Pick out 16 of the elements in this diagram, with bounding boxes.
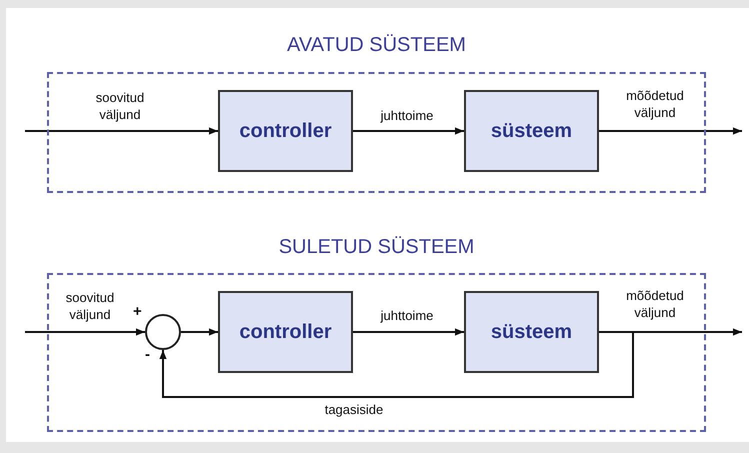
arrow	[25, 127, 218, 135]
summing-junction	[145, 314, 181, 350]
section-title: AVATUD SÜSTEEM	[286, 34, 467, 57]
arrow	[353, 127, 464, 135]
arrow	[599, 127, 742, 135]
arrow	[181, 328, 218, 336]
sign-label: +	[133, 303, 142, 320]
sign-label: -	[145, 346, 150, 363]
process-block: süsteem	[464, 90, 599, 172]
process-block: süsteem	[464, 291, 599, 373]
section-title: SULETUD SÜSTEEM	[278, 236, 476, 259]
arrow	[25, 328, 145, 336]
process-block: controller	[218, 90, 353, 172]
arrow	[353, 328, 464, 336]
feedback-arrow	[159, 331, 634, 398]
process-block: controller	[218, 291, 353, 373]
